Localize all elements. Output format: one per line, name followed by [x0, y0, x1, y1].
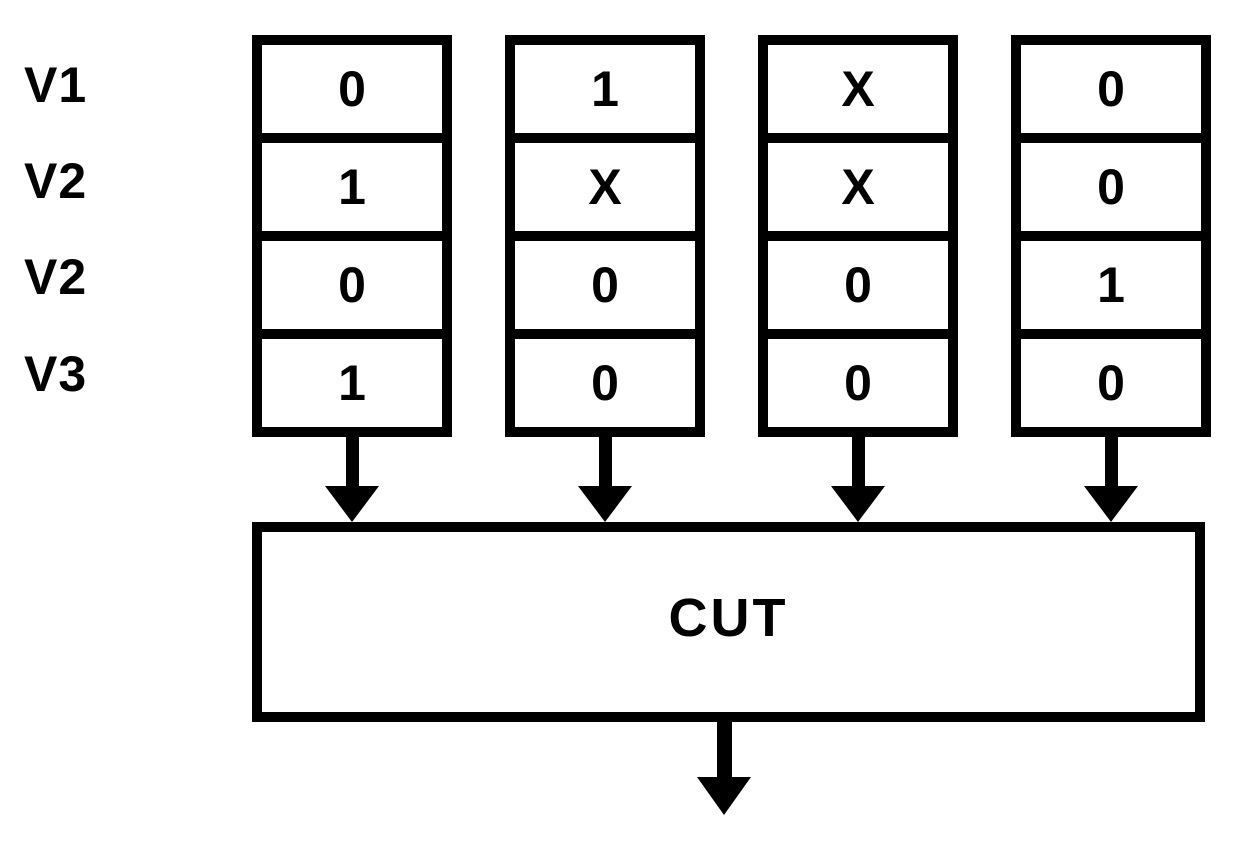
vector-cell: X	[768, 45, 948, 133]
down-arrow-icon	[1084, 437, 1138, 522]
down-arrow-icon	[831, 437, 885, 522]
arrow-head	[1084, 486, 1138, 522]
down-arrow-icon	[697, 722, 751, 815]
vector-cell: 0	[1021, 329, 1201, 427]
row-label-v3: V3	[24, 346, 88, 402]
vector-cell: X	[515, 133, 695, 231]
vector-cell: 1	[262, 329, 442, 427]
arrow-stem	[851, 437, 865, 486]
arrow-head	[697, 777, 751, 815]
vector-cell: 0	[515, 231, 695, 329]
vector-cell: 0	[1021, 45, 1201, 133]
vector-cell: 0	[515, 329, 695, 427]
row-label-v2: V2	[24, 153, 88, 209]
cut-box: CUT	[252, 522, 1205, 722]
cut-label: CUT	[668, 588, 789, 648]
test-vector-column-4: 0 0 1 0	[1011, 35, 1211, 437]
vector-cell: 0	[768, 231, 948, 329]
arrow-head	[831, 486, 885, 522]
arrow-stem	[345, 437, 359, 486]
test-vector-column-2: 1 X 0 0	[505, 35, 705, 437]
arrow-head	[578, 486, 632, 522]
vector-cell: 0	[262, 231, 442, 329]
down-arrow-icon	[325, 437, 379, 522]
vector-cell: 0	[1021, 133, 1201, 231]
vector-cell: 1	[1021, 231, 1201, 329]
vector-cell: 1	[262, 133, 442, 231]
arrow-stem	[598, 437, 612, 486]
row-label-v2b: V2	[24, 249, 88, 305]
down-arrow-icon	[578, 437, 632, 522]
vector-cell: 1	[515, 45, 695, 133]
vector-cell: 0	[262, 45, 442, 133]
arrow-stem	[1104, 437, 1118, 486]
row-label-v1: V1	[24, 57, 88, 113]
vector-cell: X	[768, 133, 948, 231]
vector-cell: 0	[768, 329, 948, 427]
arrow-head	[325, 486, 379, 522]
test-vector-column-1: 0 1 0 1	[252, 35, 452, 437]
arrow-stem	[716, 722, 732, 777]
test-vector-column-3: X X 0 0	[758, 35, 958, 437]
